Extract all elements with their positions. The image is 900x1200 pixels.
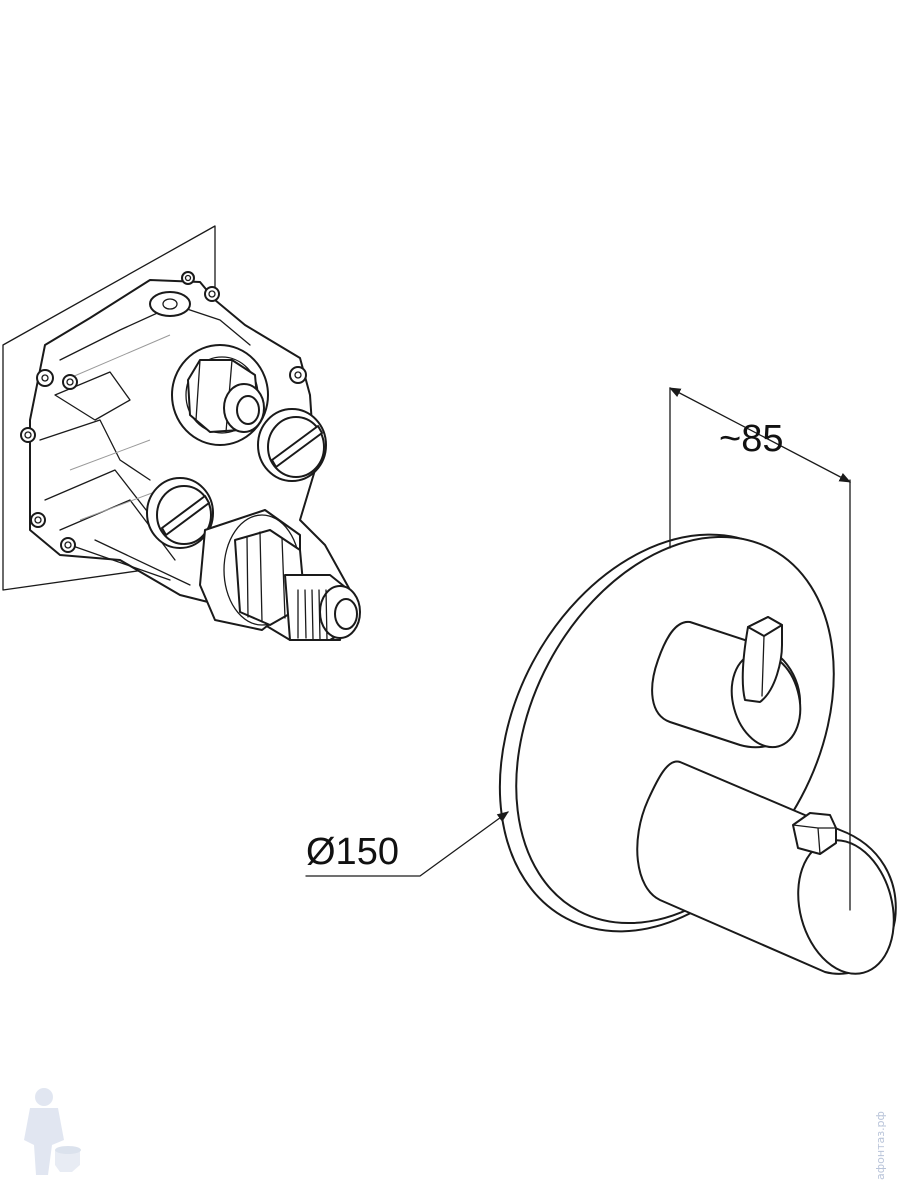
valve-body-drawing [2, 225, 361, 641]
depth-dimension: ~85 [668, 387, 852, 911]
website-watermark: афонтаз.рф [874, 1111, 887, 1180]
plug-screw-upper [257, 408, 327, 482]
diameter-dimension: Ø150 [305, 811, 509, 877]
plug-screw-lower [146, 477, 214, 549]
trim-kit-drawing: ~85 Ø150 [305, 387, 897, 975]
thermostat-knob [636, 760, 897, 975]
fixing-screws [20, 271, 307, 553]
plumber-mascot-logo [24, 1088, 81, 1175]
thermostatic-cartridge [199, 509, 361, 641]
diameter-dimension-label: Ø150 [306, 831, 399, 873]
upper-cartridge [171, 344, 269, 446]
depth-dimension-label: ~85 [719, 418, 783, 460]
diverter-handle [651, 616, 802, 749]
